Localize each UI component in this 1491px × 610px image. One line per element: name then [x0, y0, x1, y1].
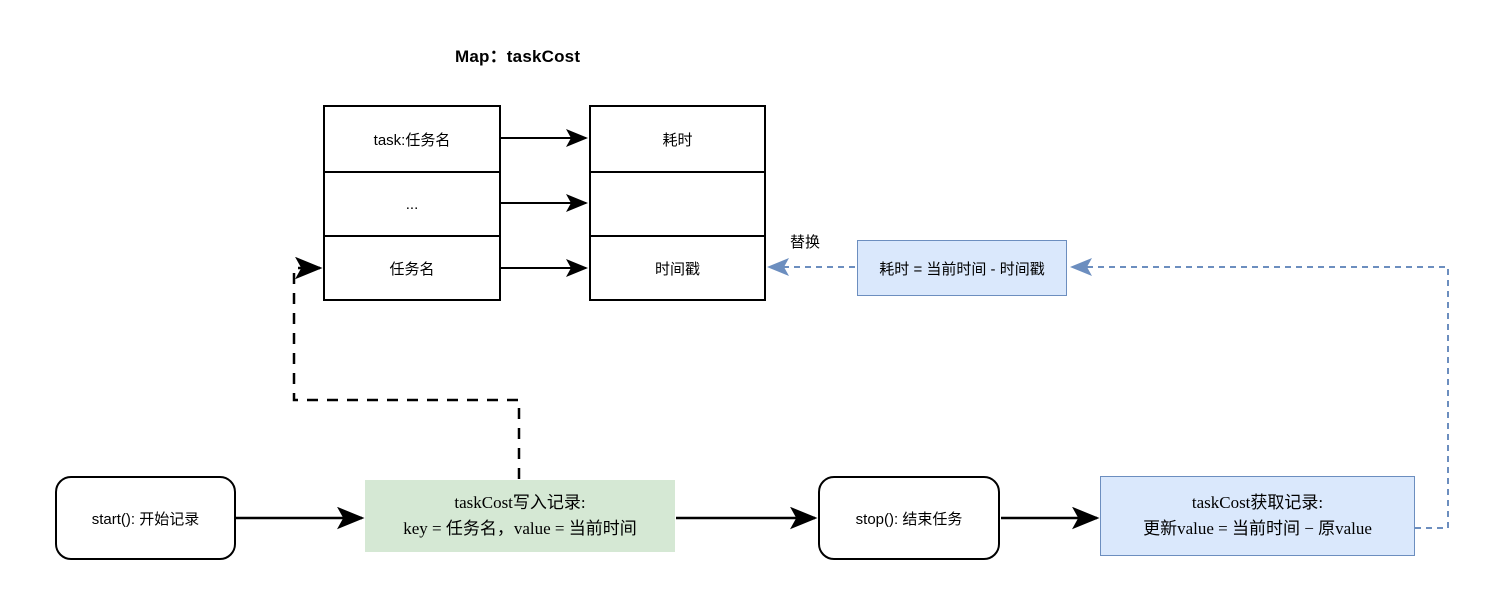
write-record-line2: key = 任务名，value = 当前时间: [403, 519, 637, 538]
calc-note-box: 耗时 = 当前时间 - 时间戳: [857, 240, 1067, 296]
stop-node-label: stop(): 结束任务: [855, 510, 963, 528]
map-value-row-3: 时间戳: [591, 235, 764, 299]
map-value-row-2: [591, 171, 764, 235]
read-record-note: taskCost获取记录: 更新value = 当前时间 − 原value: [1100, 476, 1415, 556]
write-record-note: taskCost写入记录: key = 任务名，value = 当前时间: [365, 480, 675, 552]
map-key-table: task:任务名 ... 任务名: [323, 105, 501, 301]
map-key-row-1: task:任务名: [373, 131, 451, 149]
map-key-row-2: ...: [325, 171, 499, 235]
page-title: Map：taskCost: [455, 47, 581, 66]
replace-label: 替换: [790, 234, 821, 251]
map-key-row-3: 任务名: [325, 235, 499, 299]
map-value-row-1: 耗时: [662, 131, 693, 149]
start-node-label: start(): 开始记录: [91, 510, 200, 528]
read-record-line1: taskCost获取记录:: [1191, 492, 1324, 512]
start-node[interactable]: start(): 开始记录: [55, 476, 236, 560]
stop-node[interactable]: stop(): 结束任务: [818, 476, 1000, 560]
map-value-table: 耗时 时间戳: [589, 105, 766, 301]
read-record-line2: 更新value = 当前时间 − 原value: [1143, 519, 1372, 538]
key-to-value-arrows: [501, 129, 588, 277]
write-record-line1: taskCost写入记录:: [454, 492, 586, 512]
